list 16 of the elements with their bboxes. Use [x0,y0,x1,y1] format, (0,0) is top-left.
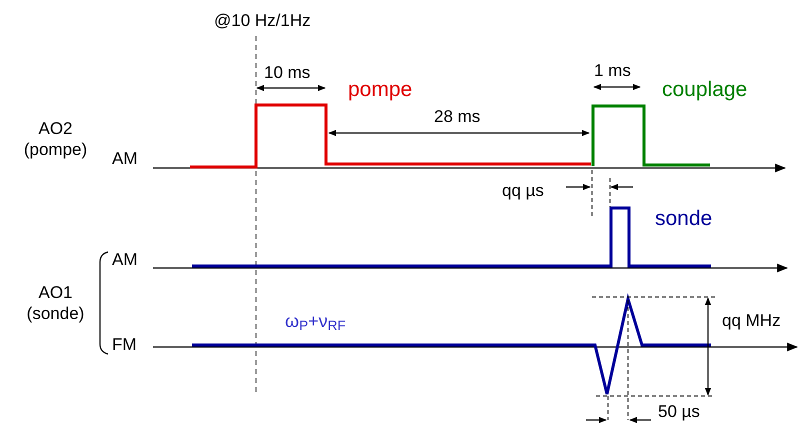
duration-label: 50 µs [658,401,700,423]
delay-label: qq µs [502,180,544,202]
pulse-label: sonde [655,206,712,232]
amplitude-label: qq MHz [722,310,781,332]
duration-label: 1 ms [594,60,631,82]
frequency-label: ω$_{P}$+ν$_{RF}$ [285,310,346,335]
pulse-label: couplage [662,77,748,103]
signal-label: AM [112,148,138,170]
channel-label: AO2 (pompe) [22,118,88,160]
signal-label: FM [112,334,137,356]
duration-label: 28 ms [434,106,480,128]
signal-label: AM [112,249,138,271]
trigger-rate-label: @10 Hz/1Hz [214,10,311,32]
channel-label: AO1 (sonde) [26,282,86,324]
pulse-label: pompe [348,77,412,103]
duration-label: 10 ms [264,62,310,84]
